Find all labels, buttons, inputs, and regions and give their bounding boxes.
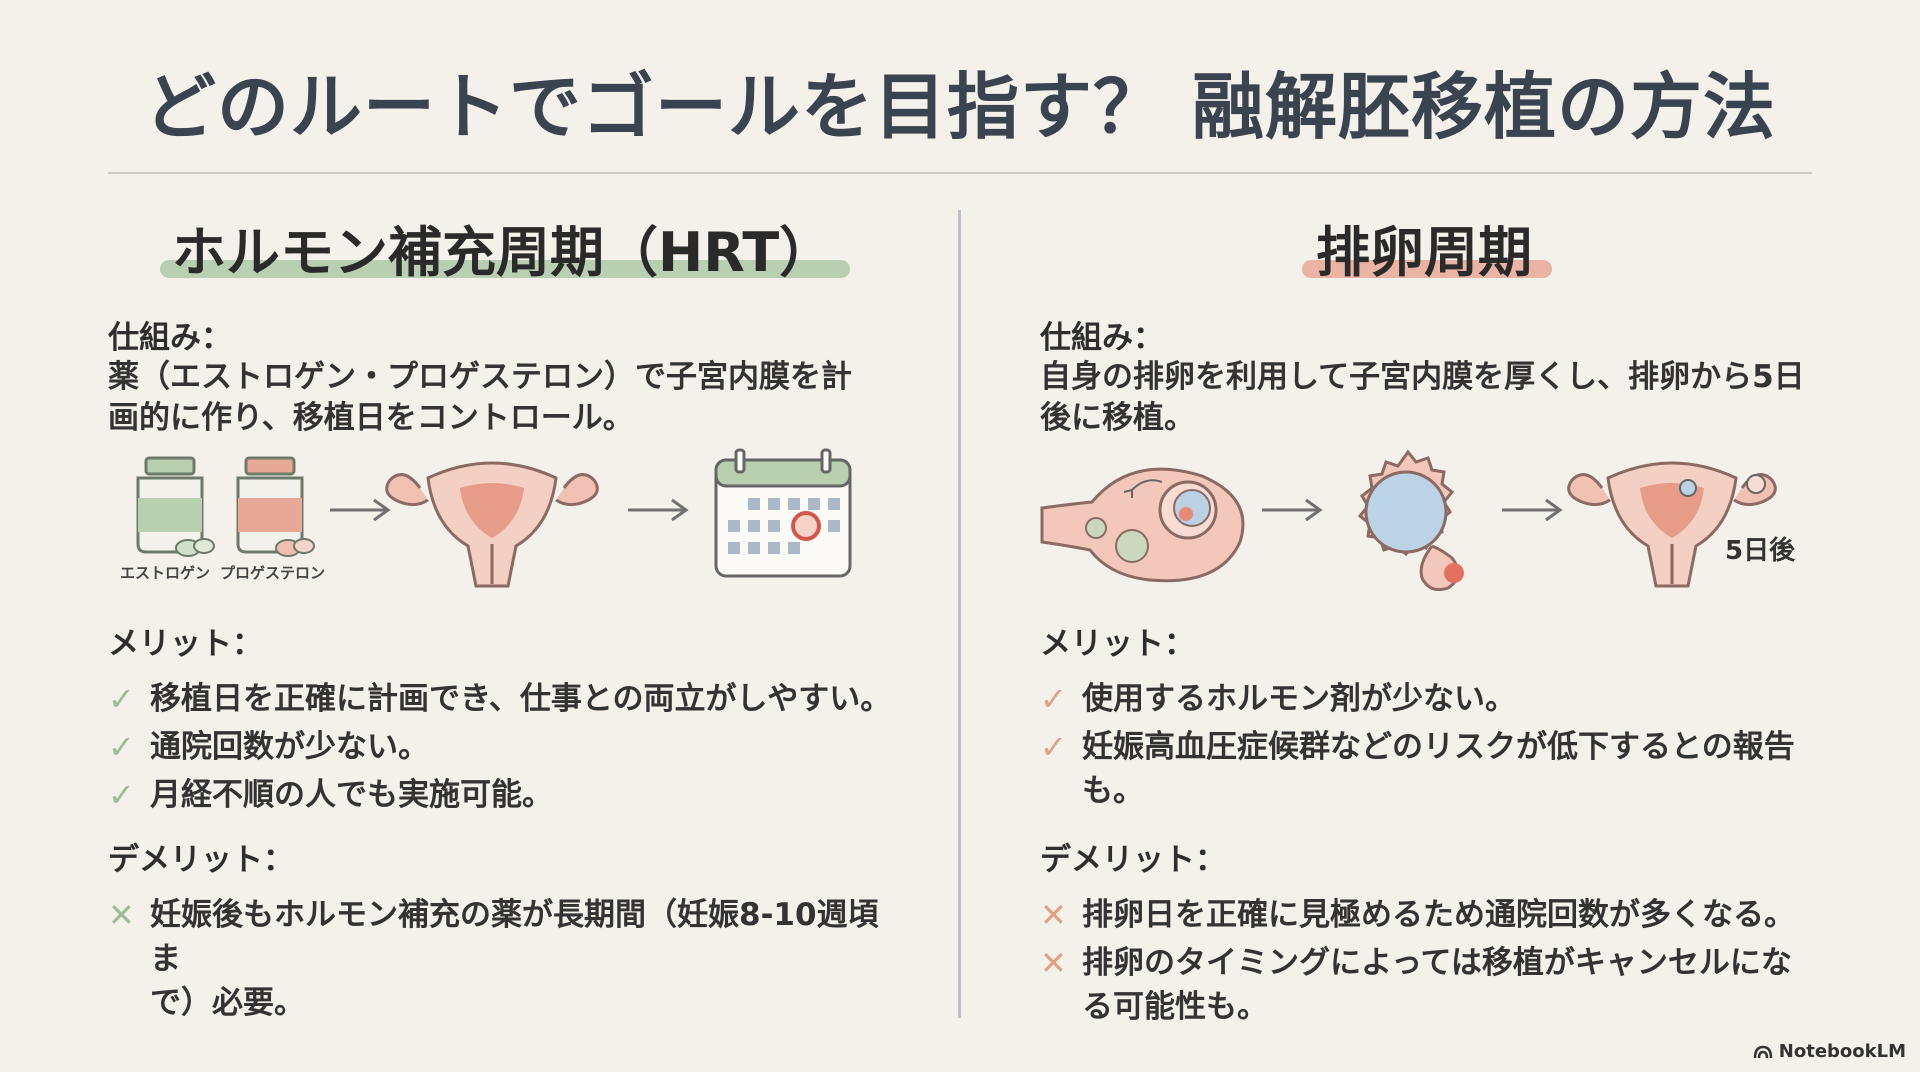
list-item: ✓ 妊娠高血圧症候群などのリスクが低下するとの報告 も。 bbox=[1040, 725, 1820, 813]
merit-text: 月経不順の人でも実施可能。 bbox=[150, 777, 553, 813]
merit-text-line-2: も。 bbox=[1082, 773, 1144, 809]
notebooklm-logo: NotebookLM bbox=[1753, 1041, 1906, 1062]
arrow-right-icon bbox=[330, 498, 391, 522]
list-item: ✕ 排卵日を正確に見極めるため通院回数が多くなる。 bbox=[1040, 893, 1820, 937]
hrt-mechanism-line-2: 画的に作り、移植日をコントロール。 bbox=[108, 400, 634, 436]
demerit-text-line-2: で）必要。 bbox=[150, 985, 305, 1021]
merit-text-line-1: 妊娠高血圧症候群などのリスクが低下するとの報告 bbox=[1082, 729, 1795, 765]
ovulation-merits: メリット： ✓ 使用するホルモン剤が少ない。 ✓ 妊娠高血圧症候群などのリスクが… bbox=[1040, 618, 1820, 817]
hrt-heading: ホルモン補充周期（HRT） bbox=[172, 221, 834, 284]
merit-text: 移植日を正確に計画でき、仕事との両立がしやすい。 bbox=[150, 681, 892, 717]
ovulation-demerits: デメリット： ✕ 排卵日を正確に見極めるため通院回数が多くなる。 ✕ 排卵のタイ… bbox=[1040, 834, 1820, 1033]
demerit-text: 排卵日を正確に見極めるため通院回数が多くなる。 bbox=[1082, 897, 1795, 933]
list-item: ✓ 使用するホルモン剤が少ない。 bbox=[1040, 677, 1820, 721]
hrt-merits: メリット： ✓ 移植日を正確に計画でき、仕事との両立がしやすい。 ✓ 通院回数が… bbox=[108, 618, 908, 821]
merit-text: 使用するホルモン剤が少ない。 bbox=[1082, 681, 1516, 717]
ovulation-heading-highlight bbox=[1302, 260, 1552, 278]
demerit-text-line-1: 排卵のタイミングによっては移植がキャンセルにな bbox=[1082, 945, 1792, 981]
list-item: ✓ 通院回数が少ない。 bbox=[108, 725, 908, 769]
title-divider bbox=[108, 172, 1812, 174]
arrow-right-icon bbox=[1262, 498, 1323, 522]
progesterone-label: プロゲステロン bbox=[220, 564, 326, 582]
list-item: ✕ 排卵のタイミングによっては移植がキャンセルにな る可能性も。 bbox=[1040, 941, 1820, 1029]
hrt-mechanism: 仕組み： 薬（エストロゲン・プロゲステロン）で子宮内膜を計 画的に作り、移植日を… bbox=[108, 312, 852, 439]
check-icon: ✓ bbox=[108, 680, 135, 718]
cross-icon: ✕ bbox=[108, 896, 135, 934]
logo-text: NotebookLM bbox=[1778, 1041, 1906, 1062]
ovulation-heading-block: 排卵周期 bbox=[1040, 200, 1820, 284]
merit-text: 通院回数が少ない。 bbox=[150, 729, 429, 765]
cross-icon: ✕ bbox=[1040, 896, 1067, 934]
five-days-later-label: 5日後 bbox=[1725, 536, 1796, 566]
estrogen-label: エストロゲン bbox=[120, 564, 211, 582]
demerit-text-line-2: る可能性も。 bbox=[1082, 989, 1268, 1025]
list-item: ✓ 月経不順の人でも実施可能。 bbox=[108, 773, 908, 817]
hrt-mechanism-line-1: 薬（エストロゲン・プロゲステロン）で子宮内膜を計 bbox=[108, 359, 852, 395]
hrt-mechanism-label: 仕組み： bbox=[108, 320, 232, 356]
ovulation-column: 排卵周期 仕組み： 自身の排卵を利用して子宮内膜を厚くし、排卵から5日 後に移植… bbox=[1040, 200, 1820, 1025]
list-item: ✓ 移植日を正確に計画でき、仕事との両立がしやすい。 bbox=[108, 677, 908, 721]
cross-icon: ✕ bbox=[1040, 944, 1067, 982]
notebooklm-icon bbox=[1753, 1045, 1773, 1058]
check-icon: ✓ bbox=[108, 776, 135, 814]
uterus-embryo-icon bbox=[1567, 461, 1777, 588]
hrt-column: ホルモン補充周期（HRT） 仕組み： 薬（エストロゲン・プロゲステロン）で子宮内… bbox=[108, 200, 908, 1021]
ovary-icon bbox=[1040, 467, 1245, 583]
ovulation-illustration bbox=[1040, 449, 1777, 592]
hrt-merit-label: メリット： bbox=[108, 626, 263, 662]
arrow-right-icon bbox=[628, 498, 689, 522]
list-item: ✕ 妊娠後もホルモン補充の薬が長期間（妊娠8-10週頃ま で）必要。 bbox=[108, 893, 908, 1025]
uterus-icon bbox=[385, 461, 599, 588]
check-icon: ✓ bbox=[1040, 728, 1067, 766]
ovulation-icon bbox=[1357, 449, 1464, 592]
hrt-demerits: デメリット： ✕ 妊娠後もホルモン補充の薬が長期間（妊娠8-10週頃ま で）必要… bbox=[108, 834, 908, 1029]
calendar-icon bbox=[714, 448, 852, 578]
estrogen-bottle-icon bbox=[136, 456, 215, 557]
arrow-right-icon bbox=[1502, 498, 1563, 522]
ovulation-mechanism: 仕組み： 自身の排卵を利用して子宮内膜を厚くし、排卵から5日 後に移植。 bbox=[1040, 312, 1805, 439]
check-icon: ✓ bbox=[1040, 680, 1067, 718]
check-icon: ✓ bbox=[108, 728, 135, 766]
page-title: どのルートでゴールを目指す？ 融解胚移植の方法 bbox=[143, 65, 1777, 149]
hrt-demerit-label: デメリット： bbox=[108, 842, 294, 878]
ovulation-mechanism-line-2: 後に移植。 bbox=[1040, 400, 1195, 436]
hrt-heading-highlight bbox=[160, 260, 850, 278]
ovulation-merit-label: メリット： bbox=[1040, 626, 1195, 662]
ovulation-mechanism-line-1: 自身の排卵を利用して子宮内膜を厚くし、排卵から5日 bbox=[1040, 359, 1805, 395]
ovulation-mechanism-label: 仕組み： bbox=[1040, 320, 1164, 356]
ovulation-heading: 排卵周期 bbox=[1316, 221, 1532, 284]
demerit-text-line-1: 妊娠後もホルモン補充の薬が長期間（妊娠8-10週頃ま bbox=[150, 897, 879, 977]
hrt-heading-block: ホルモン補充周期（HRT） bbox=[108, 200, 908, 284]
ovulation-demerit-label: デメリット： bbox=[1040, 842, 1226, 878]
hrt-illustration bbox=[136, 448, 852, 588]
column-divider bbox=[958, 210, 961, 1018]
progesterone-bottle-icon bbox=[236, 456, 315, 557]
